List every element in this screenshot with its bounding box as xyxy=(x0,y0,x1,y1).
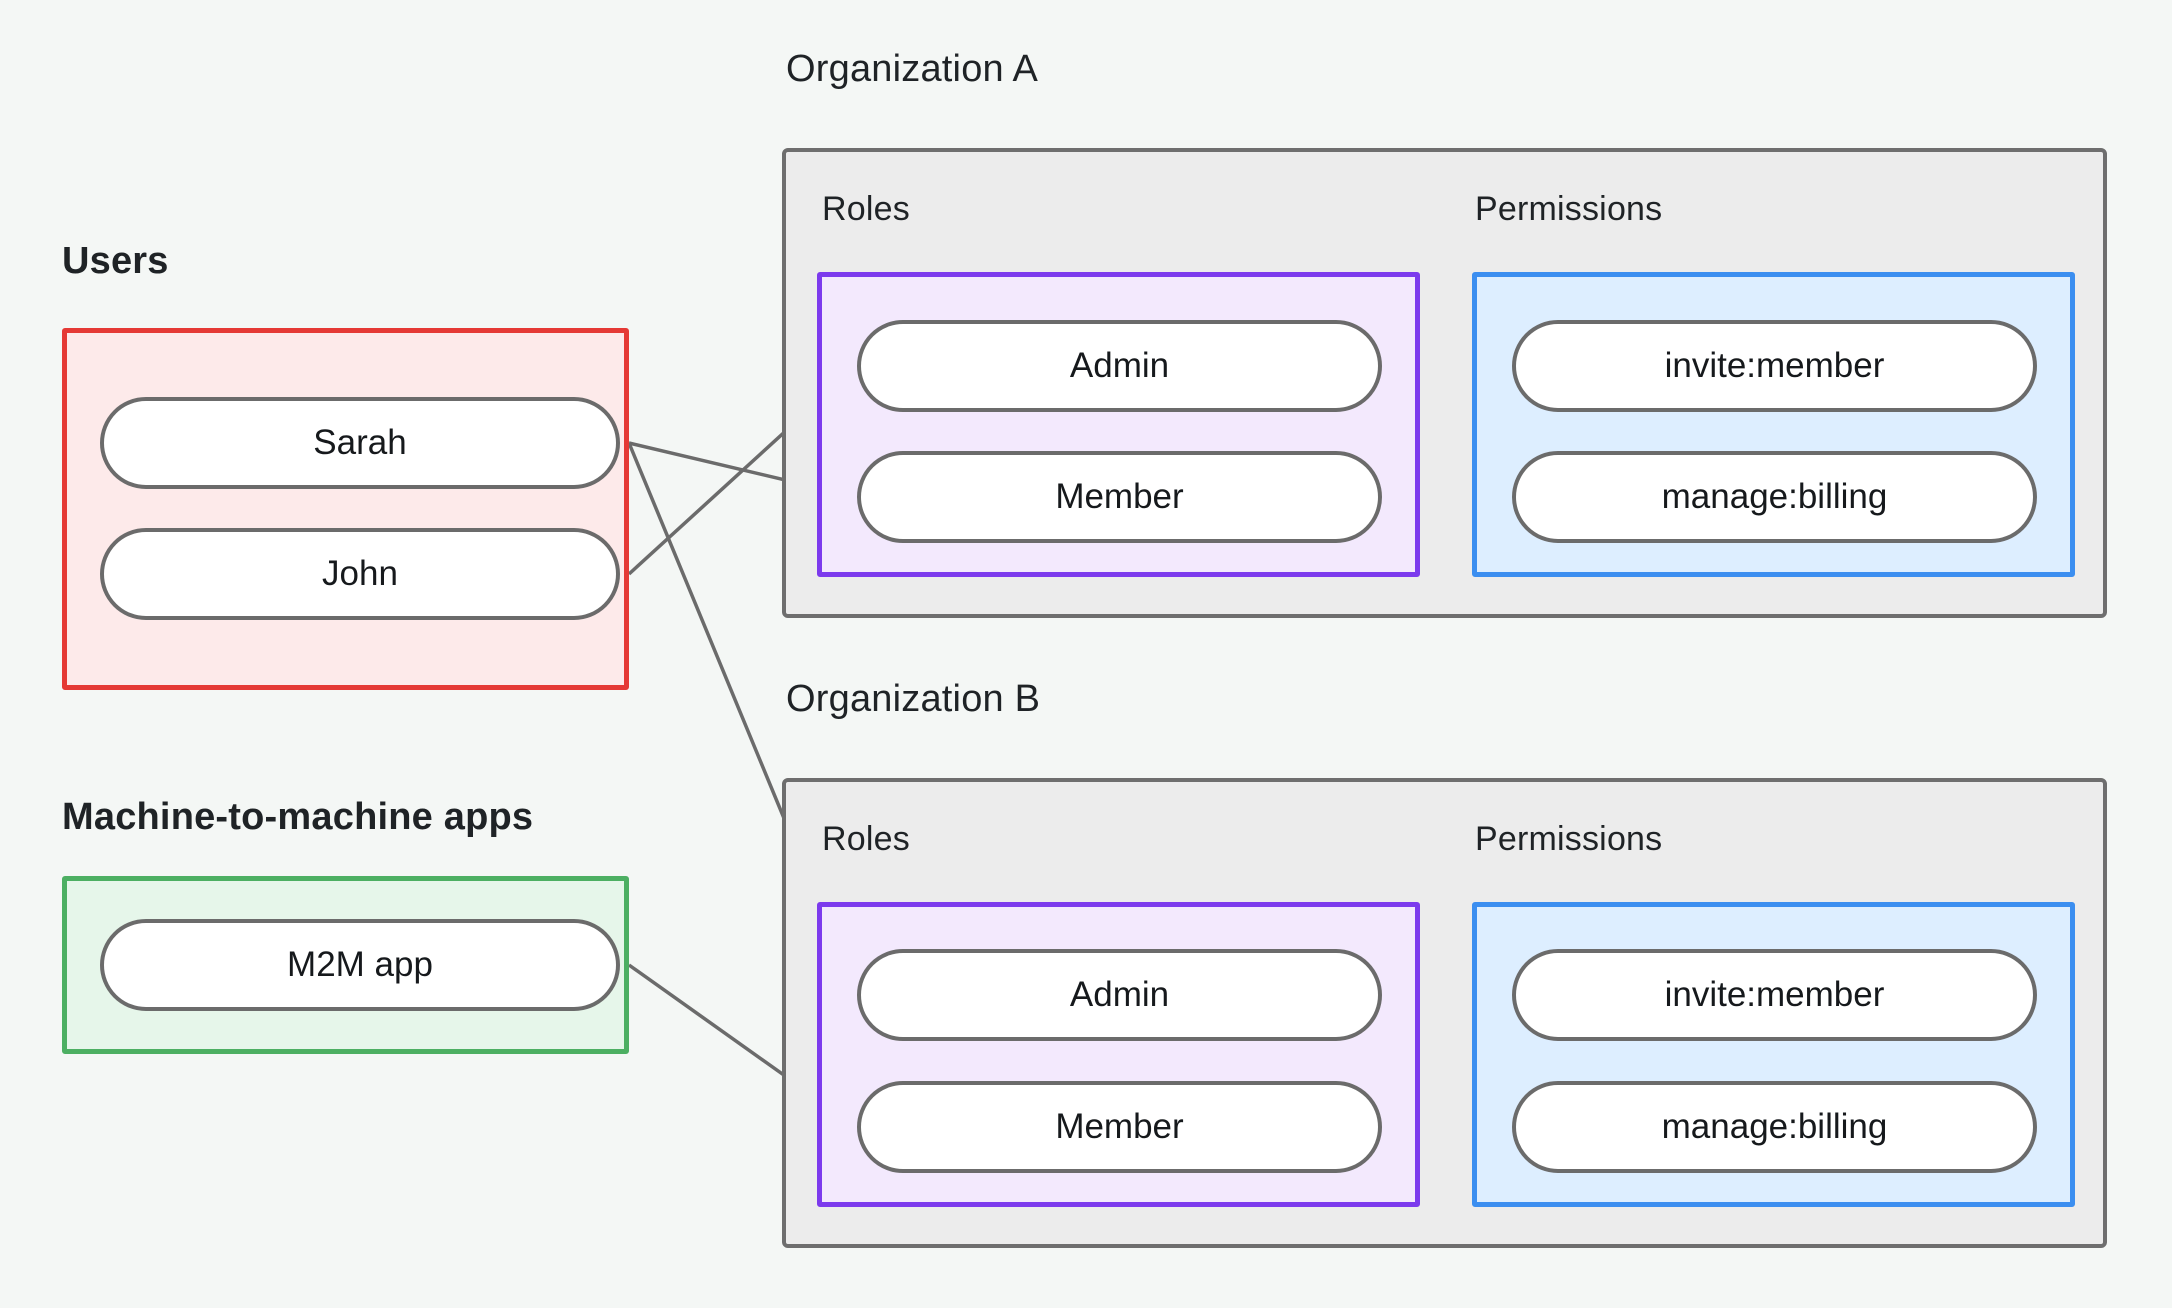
node-org-b-role-member[interactable]: Member xyxy=(857,1081,1382,1173)
node-user-sarah[interactable]: Sarah xyxy=(100,397,620,489)
org-a-title: Organization A xyxy=(786,48,1039,90)
node-org-a-permission-manage-billing[interactable]: manage:billing xyxy=(1512,451,2037,543)
node-org-a-role-member[interactable]: Member xyxy=(857,451,1382,543)
node-user-john[interactable]: John xyxy=(100,528,620,620)
node-m2m-app[interactable]: M2M app xyxy=(100,919,620,1011)
m2m-group-label: Machine-to-machine apps xyxy=(62,796,534,838)
node-org-a-permission-invite-member[interactable]: invite:member xyxy=(1512,320,2037,412)
users-group-label: Users xyxy=(62,240,169,282)
node-org-b-permission-invite-member[interactable]: invite:member xyxy=(1512,949,2037,1041)
org-b-title: Organization B xyxy=(786,678,1041,720)
org-a-permissions-label: Permissions xyxy=(1475,190,1663,228)
org-b-permissions-label: Permissions xyxy=(1475,820,1663,858)
users-group-box xyxy=(62,328,629,690)
org-b-roles-label: Roles xyxy=(822,820,910,858)
node-org-b-role-admin[interactable]: Admin xyxy=(857,949,1382,1041)
node-org-b-permission-manage-billing[interactable]: manage:billing xyxy=(1512,1081,2037,1173)
node-org-a-role-admin[interactable]: Admin xyxy=(857,320,1382,412)
org-a-roles-label: Roles xyxy=(822,190,910,228)
